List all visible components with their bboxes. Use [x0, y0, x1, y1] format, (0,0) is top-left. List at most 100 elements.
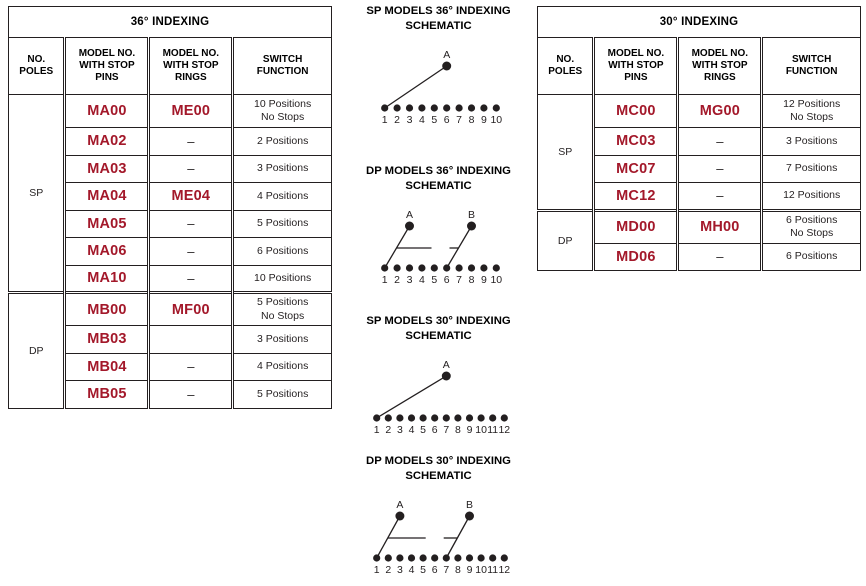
pole-label: A — [406, 209, 413, 221]
cell-model-rings: – — [676, 154, 763, 183]
wiper-line — [384, 225, 411, 269]
terminal-label: 5 — [431, 114, 437, 126]
table-row: MA02–2 Positions — [9, 127, 332, 156]
pole-dot — [465, 511, 474, 521]
cell-model-rings: ME04 — [147, 182, 234, 211]
terminal-label: 12 — [498, 564, 510, 576]
wiper-line — [384, 65, 448, 109]
cell-switch-function: 6 Positions — [231, 237, 332, 266]
terminal-dot — [477, 554, 485, 562]
pole-dot — [441, 371, 451, 381]
terminal-label: 11 — [487, 564, 498, 576]
cell-model-rings: – — [147, 352, 234, 381]
column-header-poles: NO.POLES — [536, 37, 595, 95]
terminal-label: 7 — [443, 564, 449, 576]
cell-model-pins: MA10 — [63, 264, 150, 293]
terminal-dot — [455, 104, 463, 112]
cell-model-rings: – — [147, 237, 234, 266]
terminal-dot — [442, 414, 450, 422]
pole-dot — [395, 511, 405, 521]
cell-poles-dp: DP — [536, 208, 595, 271]
terminal-dot — [407, 414, 416, 422]
terminal-label: 1 — [374, 564, 380, 576]
terminal-label: 2 — [394, 274, 400, 286]
table-title: 30° INDEXING — [537, 6, 861, 38]
table-row: MA06–6 Positions — [9, 237, 332, 266]
terminal-label: 3 — [397, 564, 403, 576]
terminal-dot — [393, 104, 401, 112]
terminal-dot — [500, 554, 508, 562]
cell-model-rings — [147, 325, 234, 354]
terminal-dot — [467, 104, 476, 112]
cell-model-rings: – — [147, 264, 234, 293]
terminal-label: 1 — [382, 114, 388, 126]
terminal-dot — [405, 104, 414, 112]
terminal-dot — [393, 264, 401, 272]
terminal-label: 11 — [487, 424, 498, 436]
table-title: 36° INDEXING — [8, 6, 332, 38]
cell-switch-function: 4 Positions — [231, 352, 332, 381]
cell-poles-sp: SP — [536, 94, 595, 211]
terminal-dot — [500, 414, 508, 422]
terminal-dot — [489, 554, 497, 562]
cell-model-pins: MC03 — [592, 127, 679, 156]
cell-switch-function: 4 Positions — [231, 182, 332, 211]
terminal-dot — [419, 554, 427, 562]
table-row: MC03–3 Positions — [538, 127, 861, 156]
terminal-label: 2 — [394, 114, 400, 126]
table-30-indexing: 30° INDEXING NO.POLES MODEL NO.WITH STOP… — [536, 6, 861, 271]
terminal-label: 7 — [456, 114, 462, 126]
cell-model-pins: MA02 — [63, 127, 150, 156]
wiper-line — [376, 375, 447, 419]
terminal-label: 4 — [419, 114, 425, 126]
column-header-poles: NO.POLES — [7, 37, 66, 95]
terminal-dot — [492, 264, 500, 272]
pole-label: A — [443, 49, 450, 61]
cell-model-rings: ME00 — [147, 94, 234, 128]
terminal-dot — [465, 414, 474, 422]
terminal-label: 10 — [475, 564, 487, 576]
terminal-label: 4 — [409, 424, 415, 436]
cell-model-rings: – — [147, 380, 234, 409]
pole-label: B — [466, 499, 473, 511]
terminal-dot — [419, 414, 427, 422]
terminal-label: 10 — [490, 274, 502, 286]
terminal-label: 9 — [467, 564, 473, 576]
cell-model-rings: – — [676, 127, 763, 156]
cell-model-pins: MA04 — [63, 182, 150, 211]
terminal-dot — [454, 554, 462, 562]
cell-model-pins: MB03 — [63, 325, 150, 354]
terminal-label: 12 — [498, 424, 510, 436]
pole-label: B — [468, 209, 475, 221]
terminal-dot — [455, 264, 463, 272]
cell-model-pins: MA05 — [63, 209, 150, 238]
terminal-label: 10 — [475, 424, 487, 436]
cell-model-pins: MC12 — [592, 182, 679, 211]
terminal-label: 3 — [397, 424, 403, 436]
terminal-label: 5 — [420, 564, 426, 576]
cell-model-pins: MB04 — [63, 352, 150, 381]
cell-model-rings: MH00 — [676, 208, 763, 244]
cell-model-pins: MC00 — [592, 94, 679, 128]
terminal-label: 9 — [467, 424, 473, 436]
cell-model-rings: – — [147, 127, 234, 156]
cell-model-rings: – — [147, 154, 234, 183]
terminal-dot — [405, 264, 414, 272]
cell-model-pins: MC07 — [592, 154, 679, 183]
terminal-dot — [384, 414, 392, 422]
table-row: MA05–5 Positions — [9, 209, 332, 238]
